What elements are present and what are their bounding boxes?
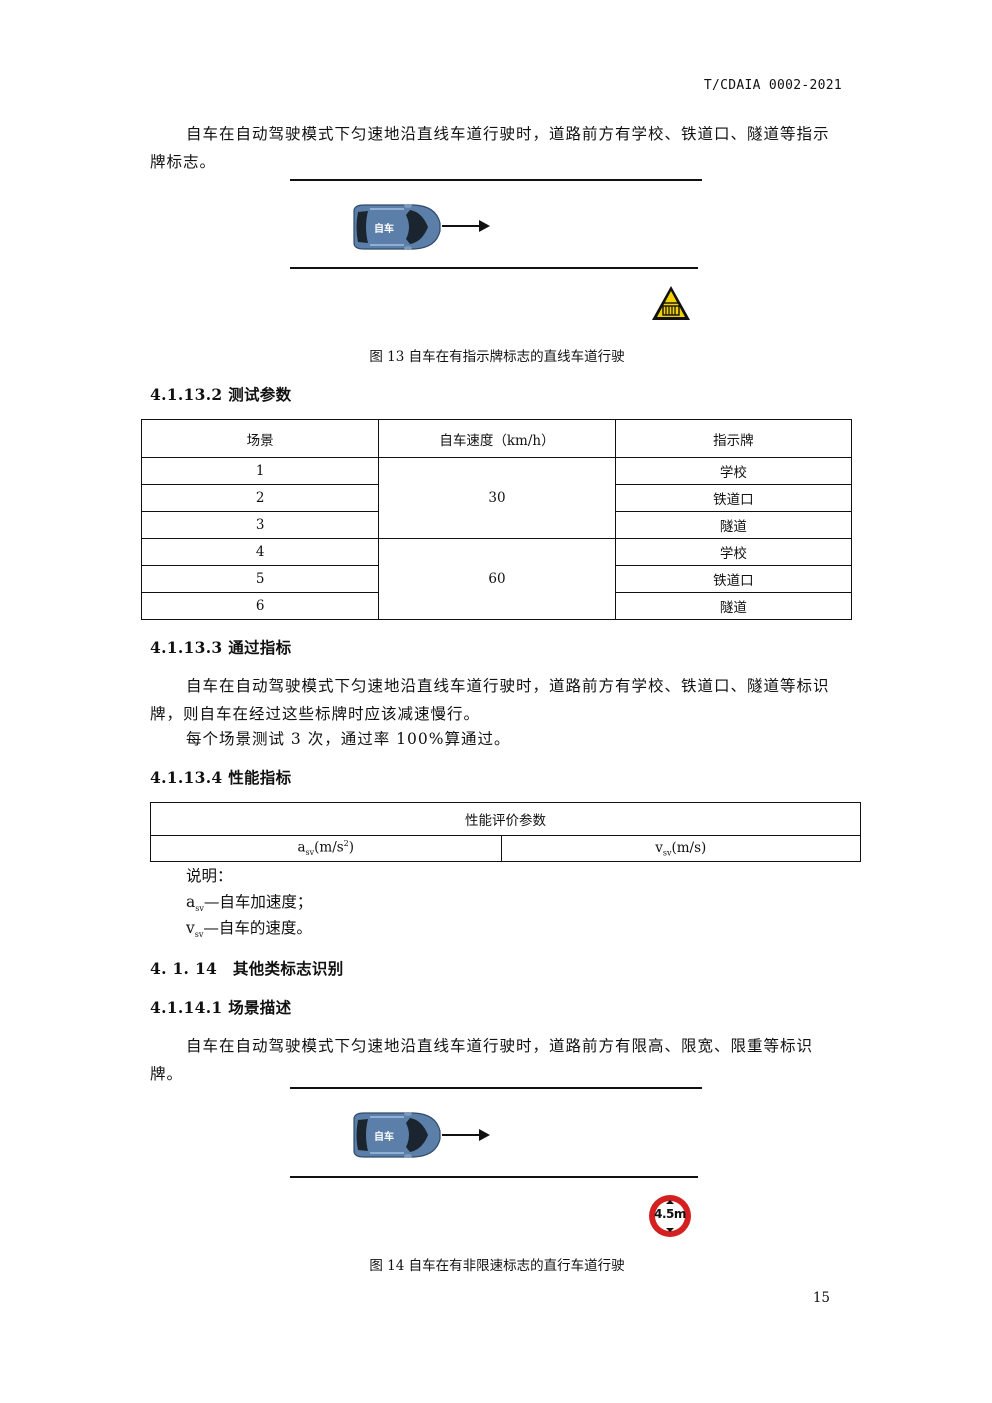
params-header-speed: 自车速度（km/h） [378, 419, 616, 458]
road-bottom-line [290, 267, 698, 269]
sign-cell: 学校 [614, 538, 853, 566]
direction-arrow-shaft [442, 1134, 480, 1136]
direction-arrow-shaft [442, 225, 480, 227]
scene-desc-heading: 4.1.14.1 场景描述 [150, 998, 292, 1017]
perf-table: 性能评价参数 asv(m/s2) vsv(m/s) [150, 802, 861, 862]
sign-cell: 隧道 [614, 511, 853, 539]
section-14-heading: 4. 1. 14 其他类标志识别 [150, 959, 344, 978]
params-header-scene: 场景 [140, 419, 380, 458]
table-row: 4 60 学校 [140, 538, 853, 620]
scene-cell: 4 [140, 538, 380, 566]
table-row: 1 30 学校 [140, 457, 853, 539]
ego-car-label: 自车 [374, 224, 394, 235]
road-bottom-line [290, 1176, 698, 1178]
perf-param-velocity: vsv(m/s) [500, 835, 861, 862]
speed-cell: 30 [378, 457, 616, 539]
intro-paragraph-13: 自车在自动驾驶模式下匀速地沿直线车道行驶时，道路前方有学校、铁道口、隧道等指示牌… [150, 125, 830, 171]
notes-label: 说明： [186, 867, 233, 885]
ego-car-icon [348, 1111, 442, 1159]
pass-paragraph-2: 每个场景测试 3 次，通过率 100%算通过。 [186, 730, 511, 748]
perf-heading: 4.1.13.4 性能指标 [150, 768, 292, 787]
height-limit-sign-icon [648, 1194, 692, 1238]
sign-cell: 铁道口 [614, 565, 853, 593]
params-heading: 4.1.13.2 测试参数 [150, 385, 292, 404]
page-number: 15 [812, 1290, 830, 1306]
scene-cell: 2 [140, 484, 380, 512]
railroad-crossing-sign-icon [650, 284, 692, 322]
sign-cell: 学校 [614, 457, 853, 485]
note-acceleration: asv—自车加速度； [186, 893, 313, 914]
table-row: 5 铁道口 [140, 565, 853, 593]
perf-table-title: 性能评价参数 [150, 802, 861, 836]
note-velocity: vsv—自车的速度。 [186, 919, 312, 940]
sign-cell: 铁道口 [614, 484, 853, 512]
ego-car-label: 自车 [374, 1132, 394, 1143]
figure-14-caption: 图 14 自车在有非限速标志的直行车道行驶 [369, 1258, 625, 1274]
table-row: 2 铁道口 [140, 484, 853, 512]
direction-arrow-head-icon [479, 220, 490, 232]
height-limit-sign-text: 4.5m [654, 1207, 686, 1221]
sign-cell: 隧道 [614, 592, 853, 620]
ego-car-icon [348, 203, 442, 251]
pass-heading: 4.1.13.3 通过指标 [150, 638, 292, 657]
intro-paragraph-14: 自车在自动驾驶模式下匀速地沿直线车道行驶时，道路前方有限高、限宽、限重等标识牌。 [150, 1037, 814, 1083]
speed-cell: 60 [378, 538, 616, 620]
figure-13-caption: 图 13 自车在有指示牌标志的直线车道行驶 [369, 349, 625, 365]
standard-code: T/CDAIA 0002-2021 [703, 78, 842, 93]
scene-cell: 5 [140, 565, 380, 593]
scene-cell: 3 [140, 511, 380, 539]
table-row: 6 隧道 [140, 592, 853, 620]
params-header-sign: 指示牌 [614, 419, 853, 458]
params-table: 场景 自车速度（km/h） 指示牌 1 30 学校 2 铁道口 3 隧道 4 6… [140, 419, 853, 620]
perf-param-acceleration: asv(m/s2) [150, 835, 502, 862]
scene-cell: 1 [140, 457, 380, 485]
direction-arrow-head-icon [479, 1129, 490, 1141]
scene-cell: 6 [140, 592, 380, 620]
table-row: 3 隧道 [140, 511, 853, 539]
road-top-line [290, 1087, 702, 1089]
road-top-line [290, 179, 702, 181]
pass-paragraph-1: 自车在自动驾驶模式下匀速地沿直线车道行驶时，道路前方有学校、铁道口、隧道等标识牌… [150, 677, 830, 723]
